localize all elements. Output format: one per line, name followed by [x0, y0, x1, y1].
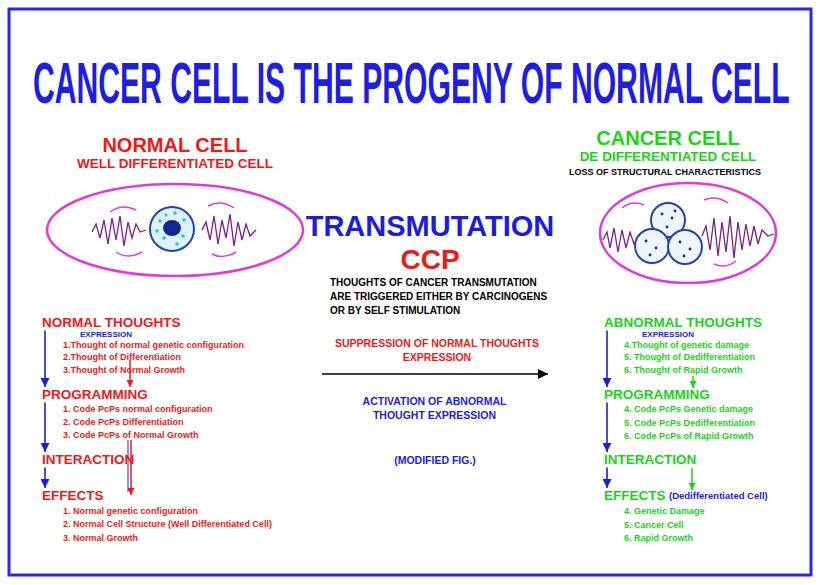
- stage-heading: EFFECTS: [42, 489, 104, 503]
- heading-text: INTERACTION: [604, 453, 696, 467]
- cytoskeleton-zigzag: [702, 216, 774, 258]
- flow-arrow: [44, 468, 46, 489]
- stage-heading: INTERACTION: [42, 453, 134, 467]
- text-label: 1. Code PcPs normal configuration: [63, 405, 213, 414]
- text-label: EXPRESSION: [80, 331, 132, 339]
- cytoskeleton-zigzag: [202, 214, 256, 246]
- heading-text: ABNORMAL THOUGHTS: [604, 316, 762, 330]
- organelle-line: [208, 203, 234, 208]
- chromatin-dot: [671, 217, 674, 220]
- heading-text: EFFECTS: [42, 489, 104, 503]
- text-label: 4.Thought of genetic damage: [624, 341, 749, 350]
- text-label: DE DIFFERENTIATED CELL: [518, 150, 818, 164]
- transmutation-arrow: [322, 373, 548, 375]
- text-label: CANCER CELL: [538, 128, 798, 148]
- organelle-line: [622, 203, 644, 208]
- chromatin-dot: [181, 234, 185, 238]
- text-label: 5. Thought of Dedifferentiation: [624, 353, 755, 362]
- heading-text: PROGRAMMING: [42, 388, 148, 402]
- chromatin-dot: [155, 229, 159, 233]
- flow-arrow: [692, 376, 694, 388]
- text-label: LOSS OF STRUCTURAL CHARACTERISTICS: [515, 168, 815, 177]
- stage-heading: NORMAL THOUGHTS: [42, 316, 181, 330]
- flow-arrow: [606, 468, 608, 489]
- nucleolus: [163, 220, 181, 236]
- chromatin-dot: [175, 242, 179, 246]
- text-label: 4. Genetic Damage: [624, 507, 705, 516]
- text-label: EXPRESSION: [642, 331, 694, 339]
- heading-text: NORMAL THOUGHTS: [42, 316, 181, 330]
- text-label: 6. Rapid Growth: [624, 534, 693, 543]
- chromatin-dot: [182, 218, 186, 222]
- chromatin-dot: [645, 240, 648, 243]
- text-label: 6. Thought of Rapid Growth: [624, 366, 742, 375]
- text-label: NORMAL CELL: [45, 135, 305, 155]
- heading-text: EFFECTS: [604, 489, 666, 503]
- flow-arrow: [130, 440, 132, 495]
- text-label: CCP: [380, 246, 480, 274]
- text-label: 5. Code PcPs Dedifferentiation: [624, 419, 755, 428]
- page-title: CANCER CELL IS THE PROGENY OF NORMAL CEL…: [32, 54, 789, 112]
- organelle-line: [212, 252, 236, 257]
- flow-arrow: [606, 403, 608, 453]
- chromatin-dot: [173, 211, 177, 215]
- flow-arrow: [606, 331, 608, 388]
- cell-nucleus: [635, 229, 669, 263]
- chromatin-dot: [666, 226, 669, 229]
- text-label: 2.Thought of Differentiation: [63, 353, 181, 362]
- chromatin-dot: [165, 214, 168, 217]
- text-label: ACTIVATION OF ABNORMAL THOUGHT EXPRESSIO…: [347, 394, 522, 422]
- stage-heading: EFFECTS: [604, 489, 666, 503]
- organelle-line: [110, 207, 136, 212]
- organelle-line: [704, 198, 728, 203]
- text-label: (Dedifferentiated Cell): [669, 491, 768, 501]
- text-label: SUPPRESSION OF NORMAL THOUGHTS EXPRESSIO…: [322, 336, 552, 364]
- cell-membrane: [47, 184, 303, 276]
- cell-membrane: [600, 183, 776, 283]
- text-label: 3. Code PcPs of Normal Growth: [63, 431, 199, 440]
- text-label: 1. Normal genetic configuration: [63, 507, 198, 516]
- chromatin-dot: [162, 236, 166, 240]
- chromatin-dot: [674, 210, 677, 213]
- page-border: [9, 9, 811, 575]
- chromatin-dot: [158, 219, 162, 223]
- chromatin-dot: [649, 254, 652, 257]
- stage-heading: PROGRAMMING: [42, 388, 148, 402]
- text-label: 2. Normal Cell Structure (Well Different…: [63, 520, 272, 529]
- text-label: 3. Normal Growth: [63, 534, 138, 543]
- flow-arrow: [44, 403, 46, 453]
- text-label: 3.Thought of Normal Growth: [63, 366, 185, 375]
- stage-heading: INTERACTION: [604, 453, 696, 467]
- text-label: 2. Code PcPs Differentiation: [63, 418, 184, 427]
- flow-arrow: [44, 331, 46, 388]
- heading-text: PROGRAMMING: [604, 388, 710, 402]
- flow-arrow: [691, 468, 693, 490]
- text-label: TRANSMUTATION: [280, 212, 580, 241]
- chromatin-dot: [689, 248, 692, 251]
- text-label: (MODIFIED FIG.): [335, 455, 535, 466]
- text-label: THOUGHTS OF CANCER TRANSMUTATION ARE TRI…: [330, 276, 554, 318]
- text-label: 6. Code PcPs of Rapid Growth: [624, 432, 754, 441]
- cytoskeleton-zigzag: [92, 216, 146, 246]
- text-label: 1.Thought of normal genetic configuratio…: [63, 341, 244, 350]
- stage-heading: PROGRAMMING: [604, 388, 710, 402]
- organelle-line: [714, 261, 736, 266]
- cell-nucleus: [150, 207, 194, 251]
- chromatin-dot: [683, 255, 686, 258]
- heading-text: INTERACTION: [42, 453, 134, 467]
- chromatin-dot: [661, 213, 664, 216]
- text-label: 5. Cancer Cell: [624, 521, 684, 530]
- stage-heading: ABNORMAL THOUGHTS: [604, 316, 762, 330]
- text-label: 4. Code PcPs Genetic damage: [624, 405, 753, 414]
- chromatin-dot: [655, 247, 658, 250]
- text-label: WELL DIFFERENTIATED CELL: [35, 157, 315, 171]
- cell-nucleus: [668, 230, 702, 264]
- organelle-line: [116, 252, 142, 256]
- chromatin-dot: [679, 241, 682, 244]
